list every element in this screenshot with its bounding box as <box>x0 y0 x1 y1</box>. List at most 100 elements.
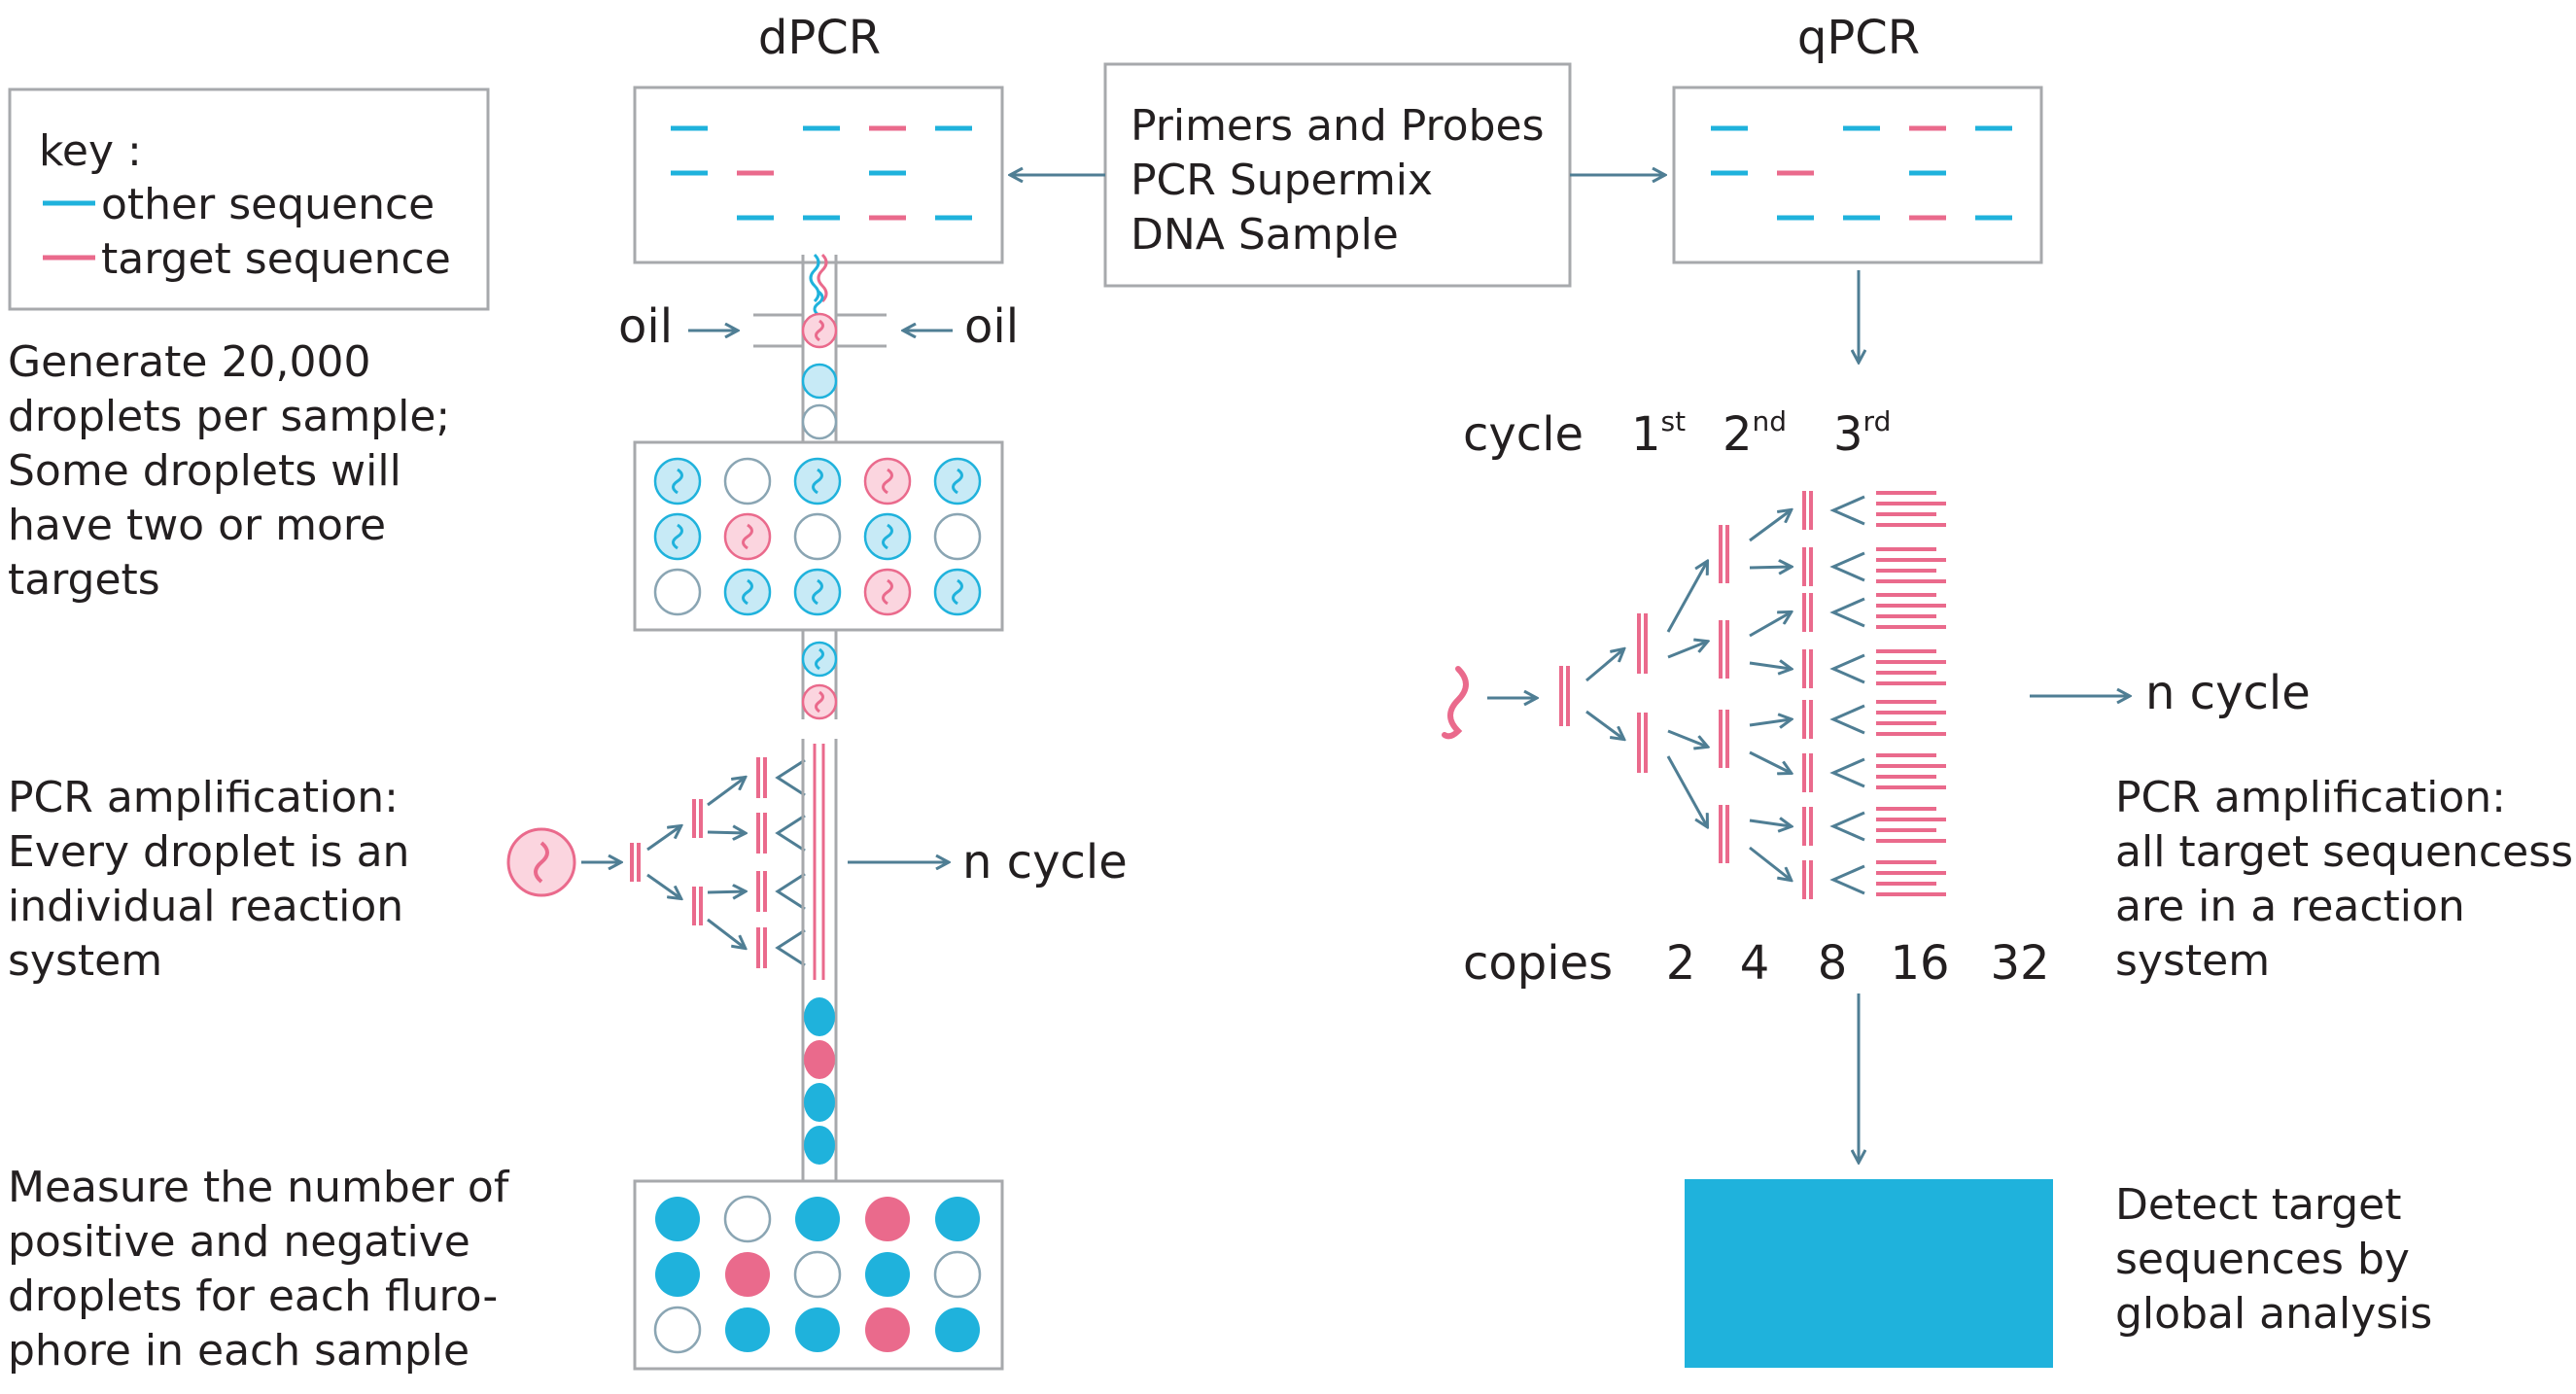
amplification-arrow <box>707 891 745 892</box>
dna-strand <box>952 578 963 606</box>
forming-droplets <box>801 312 838 440</box>
dpcr-amp-line-2: Every droplet is an <box>8 827 409 877</box>
qpcr-amp-line-1: PCR amplification: <box>2115 773 2506 822</box>
measure-line-2: positive and negative <box>8 1217 470 1267</box>
detect-line-2: sequences by <box>2115 1235 2410 1284</box>
other-droplet <box>865 1252 910 1297</box>
dpcr-channel-middle <box>801 630 838 720</box>
dna-strand <box>742 578 753 606</box>
amplification-arrow <box>1667 729 1707 747</box>
split-chevron <box>1829 811 1865 842</box>
amplification-arrow <box>1749 846 1791 880</box>
dna-strand <box>952 468 963 495</box>
amplification-arrow <box>1749 750 1791 773</box>
global-detection-block <box>1685 1179 2053 1368</box>
input-primers: Primers and Probes <box>1131 101 1545 151</box>
target-droplet <box>725 1252 770 1297</box>
inputs-box: Primers and Probes PCR Supermix DNA Samp… <box>1103 62 1572 288</box>
other-droplet <box>655 1197 700 1241</box>
measure-line-4: phore in each sample <box>8 1326 470 1376</box>
dna-strand <box>672 523 683 550</box>
split-chevron <box>1829 704 1865 735</box>
amplification-arrow <box>1666 562 1707 633</box>
split-chevron <box>1829 597 1865 628</box>
amplification-arrow <box>646 826 680 852</box>
droplet-grid-result <box>633 1179 1004 1371</box>
split-chevron <box>775 928 806 967</box>
dpcr-generate-text: Generate 20,000 droplets per sample; Som… <box>8 337 450 605</box>
copies-label: copies <box>1463 936 1613 991</box>
amplification-arrow <box>1749 719 1791 725</box>
dpcr-amplification-tree <box>506 744 825 980</box>
amplification-arrow <box>1667 642 1707 659</box>
generate-line-4: have two or more <box>8 501 386 550</box>
dpcr-amplification-text: PCR amplification: Every droplet is an i… <box>8 773 409 986</box>
dna-strand <box>882 523 893 550</box>
dna-strand <box>742 523 753 550</box>
copies-16: 16 <box>1890 936 1949 991</box>
detect-line-3: global analysis <box>2115 1289 2432 1339</box>
empty-droplet <box>723 1195 772 1243</box>
empty-droplet <box>653 1306 702 1354</box>
copies-8: 8 <box>1818 936 1848 991</box>
split-chevron <box>1829 495 1865 526</box>
amplification-arrow <box>1749 612 1791 638</box>
amplification-arrow <box>707 918 745 948</box>
amplification-arrow <box>707 778 745 807</box>
droplet-grid-generated <box>633 440 1004 632</box>
target-droplet <box>865 1307 910 1352</box>
split-chevron <box>775 872 806 911</box>
amplification-arrow <box>1585 710 1623 739</box>
qpcr-amp-line-4: system <box>2115 936 2270 986</box>
cycle-header: cycle 1st 2nd 3rd <box>1463 405 1891 462</box>
split-chevron <box>775 814 806 853</box>
split-chevron <box>775 758 806 797</box>
split-chevron <box>1829 653 1865 684</box>
other-droplet <box>795 1197 840 1241</box>
amplification-arrow <box>707 832 745 833</box>
amplification-arrow <box>1749 820 1791 826</box>
measure-line-1: Measure the number of <box>8 1163 510 1212</box>
amplification-arrow <box>1666 755 1707 826</box>
oil-left-label: oil <box>618 299 673 354</box>
other-droplet <box>935 1197 980 1241</box>
dna-strand <box>882 468 893 495</box>
input-supermix: PCR Supermix <box>1131 156 1433 205</box>
amplification-arrow <box>646 873 680 898</box>
dpcr-measure-text: Measure the number of positive and negat… <box>8 1163 510 1376</box>
split-chevron <box>1829 757 1865 788</box>
dpcr-title: dPCR <box>758 11 881 65</box>
key-target-label: target sequence <box>101 234 451 284</box>
key-other-label: other sequence <box>101 180 435 229</box>
input-dna-sample: DNA Sample <box>1131 210 1399 260</box>
cycle-label: cycle <box>1463 407 1584 462</box>
other-droplet <box>935 1307 980 1352</box>
qpcr-title: qPCR <box>1797 11 1920 65</box>
qpcr-amplification-tree <box>1442 491 1946 899</box>
amplification-arrow <box>1749 663 1791 669</box>
amplification-arrow <box>1585 649 1623 682</box>
qpcr-amp-line-3: are in a reaction <box>2115 882 2465 931</box>
target-droplet <box>865 1197 910 1241</box>
cycle-1: 1st <box>1631 405 1686 462</box>
dna-strand <box>672 468 683 495</box>
key-box: key : other sequence target sequence <box>8 87 490 311</box>
other-droplet <box>725 1307 770 1352</box>
dna-strand <box>812 468 823 495</box>
detect-line-1: Detect target <box>2115 1180 2402 1230</box>
qpcr-amp-line-2: all target sequencess <box>2115 827 2573 877</box>
dpcr-sequence-box <box>633 86 1004 264</box>
target-template <box>1442 666 1469 740</box>
dpcr-channel-top <box>753 253 887 442</box>
empty-droplet <box>653 568 702 616</box>
dpcr-amp-line-4: system <box>8 936 162 986</box>
empty-droplet <box>793 512 842 561</box>
qpcr-n-cycle-label: n cycle <box>2145 666 2311 720</box>
cycle-3: 3rd <box>1833 405 1891 462</box>
amplification-arrow <box>1749 567 1791 568</box>
dna-strand <box>882 578 893 606</box>
other-droplet <box>795 1307 840 1352</box>
copies-32: 32 <box>1990 936 2049 991</box>
qpcr-sequence-box <box>1672 86 2043 264</box>
